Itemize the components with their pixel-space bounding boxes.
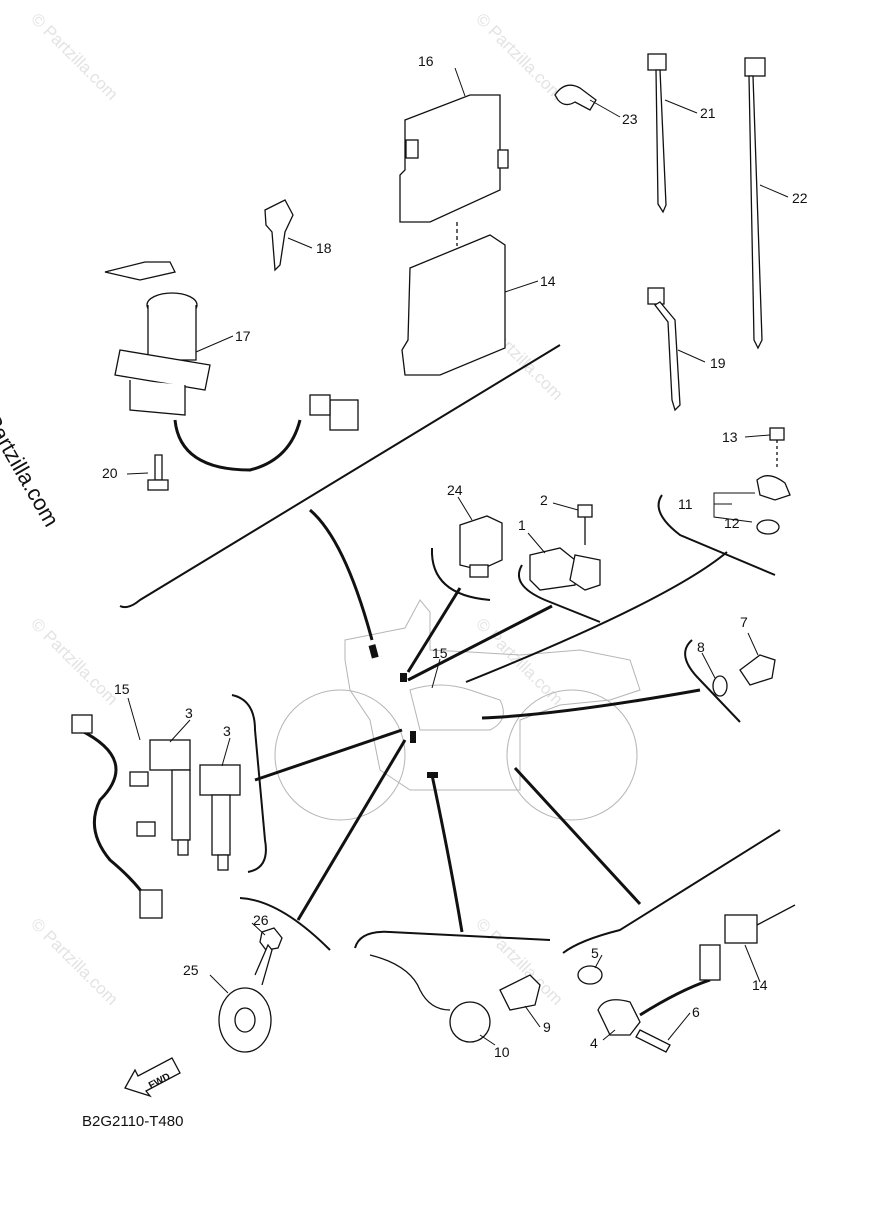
location-markers [368,644,438,778]
clamp-23-part [554,84,597,111]
callout-13: 13 [722,429,738,445]
watermark: © Partzilla.com [27,614,121,708]
oring-5-part [577,965,603,985]
sensor-7-part [739,654,776,686]
callout-17: 17 [235,328,251,344]
bolt-13-part [769,427,785,441]
callout-19: 19 [710,355,726,371]
sensor-11-part [756,475,791,501]
ignition-switch-17-part [104,261,359,472]
callout-15-center: 15 [432,645,448,661]
callout-25: 25 [183,962,199,978]
cable-tie-19-part [647,287,681,412]
callout-12: 12 [724,515,740,531]
callout-2: 2 [540,492,548,508]
callout-6: 6 [692,1004,700,1020]
sensor-4-cable [639,978,711,1017]
fwd-arrow-icon [124,1057,181,1098]
cable-tie-22-part [744,57,766,350]
callout-labels: 16 23 21 22 18 14 17 19 20 24 2 1 13 11 … [102,53,808,1060]
callout-14-top: 14 [540,273,556,289]
watermark: © Partzilla.com [472,614,566,708]
callout-18: 18 [316,240,332,256]
callout-9: 9 [543,1019,551,1035]
sensor-1-part [529,547,601,591]
callout-4: 4 [590,1035,598,1051]
callout-7: 7 [740,614,748,630]
bolt-20-head [147,479,169,491]
callout-1: 1 [518,517,526,533]
callout-5: 5 [591,945,599,961]
connector-14-part [724,914,758,944]
bolt-2-part [577,504,593,518]
fwd-arrow: FWD [124,1057,181,1098]
callout-20: 20 [102,465,118,481]
callout-10: 10 [494,1044,510,1060]
part-drawings [71,53,796,1053]
group-brackets [119,344,781,954]
ecu-16-part [399,94,509,246]
callout-22: 22 [792,190,808,206]
diagram-code: B2G2110-T480 [82,1113,184,1130]
callout-24: 24 [447,482,463,498]
oring-12-part [756,519,780,535]
ignition-coil-3a-part [149,739,191,856]
switch-9-part [499,974,541,1011]
ignition-coil-3b-part [199,764,241,871]
watermark: © Partzilla.com [27,9,121,103]
callout-23: 23 [622,111,638,127]
horn-25-part [218,943,273,1053]
module-14-part [401,234,506,376]
cable-tie-21-part [647,53,667,214]
callout-leaders [126,67,789,1046]
callout-3-left: 3 [185,705,193,721]
callout-26: 26 [253,912,269,928]
callout-11: 11 [678,496,693,512]
motorcycle-outline [274,599,641,821]
harness-15-part [71,714,163,919]
key-18-part [264,199,294,272]
watermark: © Partzilla.com [472,9,566,103]
callout-14-bottom: 14 [752,977,768,993]
callout-16: 16 [418,53,434,69]
sensor-10-part [369,954,491,1043]
callout-3-right: 3 [223,723,231,739]
nut-26-part [259,927,283,951]
callout-15-left: 15 [114,681,130,697]
bolt-20-part [154,454,163,481]
callout-21: 21 [700,105,716,121]
washer-8-part [712,675,728,697]
bolt-6-part [635,1029,671,1053]
watermark: © Partzilla.com [27,914,121,1008]
callout-8: 8 [697,639,705,655]
sensor-4-connector [699,944,721,981]
connector-14-wire [756,904,796,926]
relay-24-part [459,515,503,578]
sensor-4-part [597,999,641,1036]
